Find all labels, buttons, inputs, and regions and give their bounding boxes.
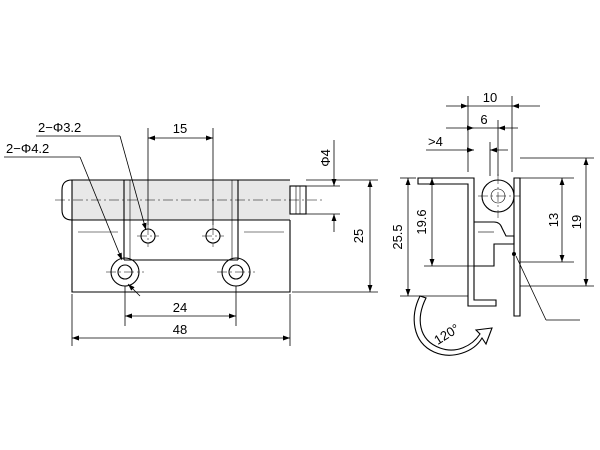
dimension-13: 13: [520, 177, 574, 263]
label-hole-small: 2−Φ3.2: [38, 120, 81, 135]
dimension-25-5: 25.5: [390, 177, 468, 297]
large-hole-right: [217, 257, 255, 287]
label-48: 48: [173, 322, 187, 337]
label-pin-diameter: Φ4: [318, 149, 333, 167]
side-view: [417, 174, 521, 317]
dimension-gt4: >4: [426, 134, 508, 176]
dimension-48: 48: [71, 294, 291, 346]
rotation-indicator: 120°: [413, 295, 493, 356]
small-hole-left: [137, 225, 159, 247]
rotation-arrow-icon: [413, 295, 493, 356]
label-19-6: 19.6: [414, 209, 429, 234]
label-gt4: >4: [428, 134, 443, 149]
label-15: 15: [173, 121, 187, 136]
label-19: 19: [569, 215, 584, 229]
label-rotation: 120°: [431, 321, 462, 348]
callout-small-holes: 2−Φ3.2: [36, 120, 147, 231]
dimension-24: 24: [124, 286, 237, 326]
dimension-15: 15: [147, 121, 214, 225]
label-13: 13: [546, 213, 561, 227]
dimension-10: 10: [446, 90, 540, 172]
label-hole-large: 2−Φ4.2: [6, 141, 49, 156]
label-10: 10: [483, 90, 497, 105]
front-view: [55, 179, 322, 293]
callout-large-holes: 2−Φ4.2: [4, 141, 141, 297]
label-25: 25: [351, 229, 366, 243]
small-hole-right: [202, 225, 224, 247]
large-hole-left: [106, 257, 144, 287]
side-leader: [515, 255, 580, 321]
dimension-6: 6: [446, 112, 518, 176]
dimension-25: 25: [292, 179, 378, 293]
dimension-19: 19: [520, 157, 594, 287]
dimension-19-6: 19.6: [414, 178, 474, 267]
label-25-5: 25.5: [390, 224, 405, 249]
dimension-pin-diameter: Φ4: [306, 140, 340, 232]
label-24: 24: [173, 300, 187, 315]
label-6: 6: [480, 112, 487, 127]
